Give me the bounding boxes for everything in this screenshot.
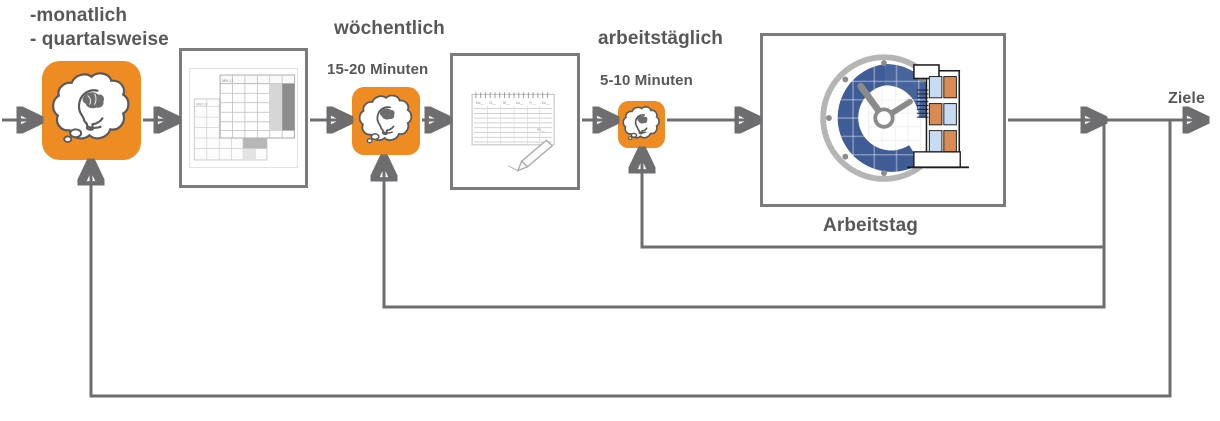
label-monthly-quarterly: -monatlich - quartalsweise [30,5,169,50]
svg-text:Mo__: Mo__ [476,101,484,105]
svg-text:MM JJ: MM JJ [222,79,233,83]
clock-building-icon [820,54,969,182]
node-workday[interactable] [760,33,1006,207]
node-think-weekly[interactable] [352,87,420,155]
label-weekly: wöchentlich [334,18,445,39]
svg-text:Fr__: Fr__ [529,101,536,105]
thought-head-icon [52,72,130,143]
node-notepad[interactable]: Mo__ Di__ Mi__ Do__ Fr__ Sa__ [450,53,580,190]
calendar-icon: MM JJ MM JJ [189,67,298,169]
label-workdaily: arbeitstäglich [598,28,723,49]
svg-text:Sa__: Sa__ [542,101,550,105]
node-calendar[interactable]: MM JJ MM JJ [179,48,308,188]
svg-text:Mi__: Mi__ [503,101,510,105]
thought-head-icon [358,94,413,144]
notepad-pencil-icon: Mo__ Di__ Mi__ Do__ Fr__ Sa__ [471,92,555,172]
svg-text:Do__: Do__ [516,101,524,105]
thought-head-icon [622,106,660,141]
label-goals: Ziele [1168,90,1205,107]
label-weekly-duration: 15-20 Minuten [327,61,429,78]
node-think-daily[interactable] [618,101,665,148]
node-think-monthly[interactable] [42,61,141,160]
svg-text:Di__: Di__ [489,101,496,105]
label-workdaily-duration: 5-10 Minuten [600,72,693,89]
svg-text:So__: So__ [537,128,545,132]
svg-text:MM JJ: MM JJ [196,103,207,107]
label-workday-caption: Arbeitstag [823,215,918,236]
